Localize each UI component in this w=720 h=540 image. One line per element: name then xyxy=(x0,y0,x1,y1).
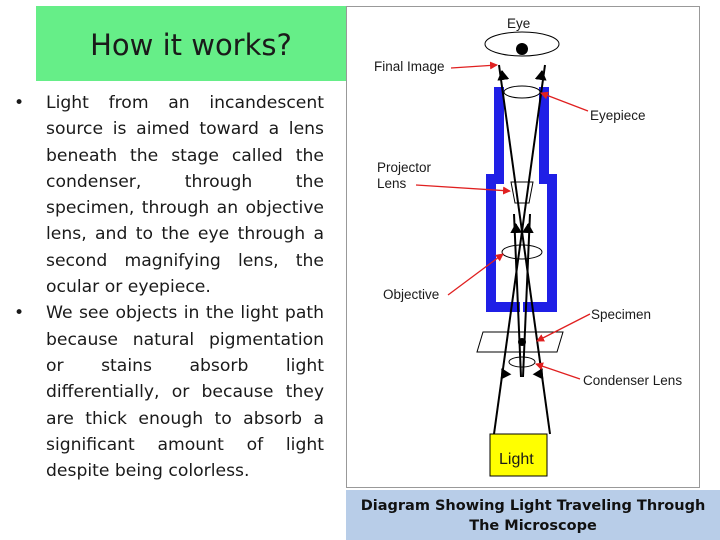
bullet-text: We see objects in the light path because… xyxy=(46,303,324,482)
specimen-label: Specimen xyxy=(591,307,651,322)
microscope-tube xyxy=(486,87,557,312)
label-pointers xyxy=(415,61,591,380)
projector-lens-label-line1: Projector xyxy=(377,160,432,175)
bullet-glyph: • xyxy=(14,93,25,113)
eyepiece-label: Eyepiece xyxy=(590,108,646,123)
projector-lens-label-line2: Lens xyxy=(377,176,407,191)
caption-banner: Diagram Showing Light Traveling Through … xyxy=(346,490,720,540)
light-label: Light xyxy=(499,451,534,468)
condenser-lens-label: Condenser Lens xyxy=(583,373,682,388)
eyepiece-lens xyxy=(503,85,541,99)
page-title: How it works? xyxy=(90,28,292,62)
title-banner: How it works? xyxy=(36,6,346,81)
bullet-item: • Light from an incandescent source is ai… xyxy=(14,90,324,300)
eye-icon xyxy=(484,31,560,57)
diagram-caption: Diagram Showing Light Traveling Through … xyxy=(360,498,706,534)
projector-lens xyxy=(510,181,534,204)
objective-label: Objective xyxy=(383,287,439,302)
bullet-text: Light from an incandescent source is aim… xyxy=(46,93,324,298)
eye-label: Eye xyxy=(507,16,530,31)
final-image-label: Final Image xyxy=(374,59,445,74)
bullet-glyph: • xyxy=(14,303,25,324)
bullet-item: • We see objects in the light path becaus… xyxy=(14,300,324,484)
bullet-list: • Light from an incandescent source is ai… xyxy=(14,90,324,484)
objective-lens xyxy=(501,244,543,260)
diagram-canvas: Eye xyxy=(374,16,682,477)
condenser-lens xyxy=(508,356,536,368)
microscope-diagram: Eye xyxy=(346,6,700,488)
light-source xyxy=(489,433,548,477)
